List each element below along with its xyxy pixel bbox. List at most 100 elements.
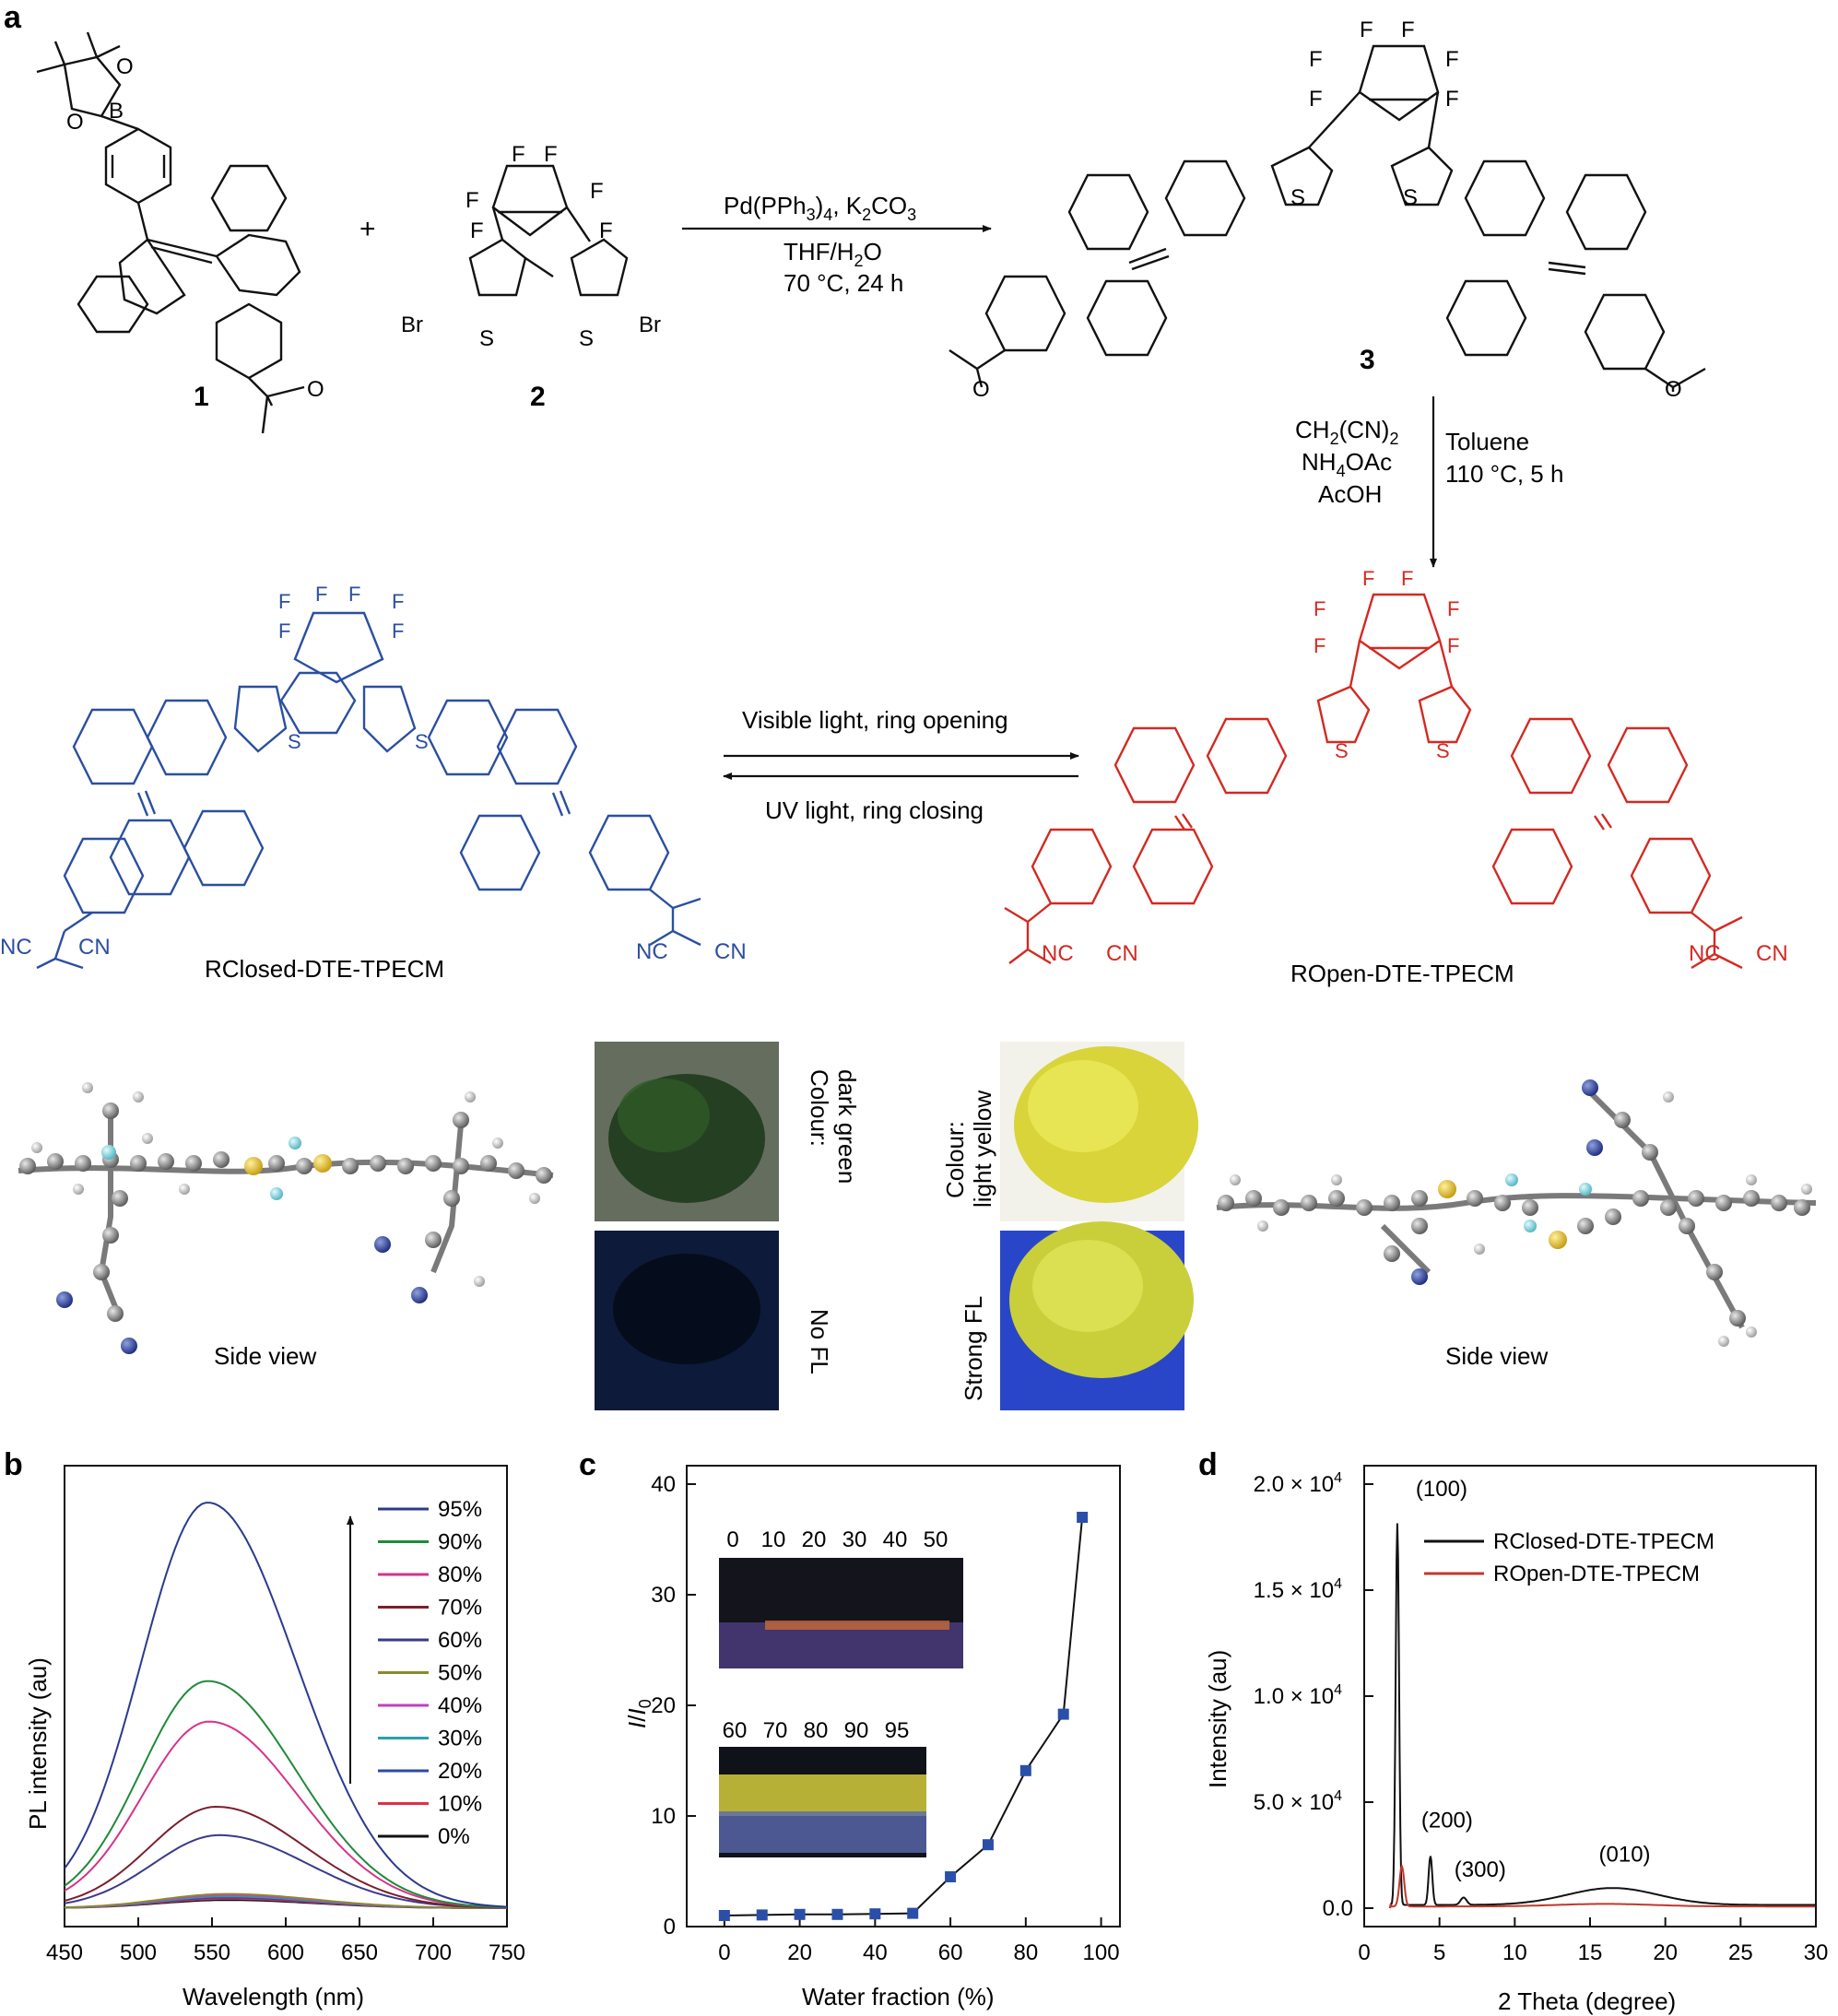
chart-b-xtick-label: 450 [46, 1940, 83, 1965]
atom-S: S [1403, 185, 1418, 210]
ring-closing-label: UV light, ring closing [765, 796, 984, 824]
chart-b-xtick-label: 550 [194, 1940, 230, 1965]
model-atom [107, 1305, 124, 1322]
model-atom [411, 1287, 428, 1303]
chart-c-xtick-label: 20 [787, 1940, 812, 1965]
chart-b-series-90pct [64, 1680, 508, 1909]
chart-c-inset-top [719, 1558, 963, 1668]
model-atom [19, 1158, 36, 1174]
closed-isomer-name: RClosed-DTE-TPECM [205, 955, 444, 983]
open-colour-value: light yellow [969, 1091, 996, 1208]
atom-O: O [307, 377, 324, 402]
chart-c-ytick-label: 30 [651, 1583, 676, 1608]
model-atom [536, 1167, 552, 1184]
chart-c-point [982, 1839, 994, 1851]
chart-c-point [869, 1908, 881, 1920]
chart-b-xtick-label: 750 [489, 1940, 525, 1965]
chart-d-legend-label: RClosed-DTE-TPECM [1493, 1529, 1714, 1554]
atom-F: F [392, 590, 404, 613]
atom-CN: CN [78, 935, 111, 960]
compound-2-structure [468, 164, 629, 297]
model-atom [1549, 1231, 1567, 1249]
model-atom [1331, 1174, 1342, 1185]
model-atom [1679, 1218, 1695, 1234]
model-atom [1771, 1195, 1787, 1211]
chart-c-inset-label: 90 [844, 1718, 869, 1743]
chart-d-xtick-label: 0 [1358, 1940, 1370, 1965]
model-atom [313, 1154, 332, 1173]
chart-b-legend-label: 30% [438, 1727, 482, 1751]
ring-opening-label: Visible light, ring opening [742, 706, 1008, 734]
model-atom [1642, 1144, 1658, 1161]
atom-F: F [512, 142, 525, 167]
molecular-model-closed [18, 1082, 554, 1354]
atom-O: O [66, 110, 84, 135]
atom-F: F [1401, 567, 1413, 590]
model-atom [93, 1264, 110, 1280]
chart-c-inset-label: 95 [885, 1718, 910, 1743]
chart-c-ytick-label: 20 [651, 1693, 676, 1718]
chart-d-xtick-label: 15 [1578, 1940, 1603, 1965]
chart-d-ytick-label: 5.0 × 104 [1254, 1788, 1342, 1815]
model-atom [529, 1193, 540, 1204]
chart-b-series-50pct [64, 1892, 507, 1909]
chart-b-xtick-label: 650 [341, 1940, 378, 1965]
model-atom [289, 1137, 301, 1149]
atom-NC: NC [1689, 941, 1721, 966]
model-atom [443, 1190, 460, 1207]
chart-d-ytick-label: 2.0 × 104 [1254, 1470, 1342, 1497]
compound-1-label: 1 [194, 382, 209, 412]
chart-d-peak-label: (100) [1416, 1477, 1467, 1502]
atom-F: F [1309, 47, 1323, 72]
model-atom [480, 1155, 497, 1172]
chart-c-inset-label: 0 [726, 1527, 738, 1552]
model-atom [296, 1158, 312, 1174]
atom-CN: CN [714, 939, 747, 964]
model-atom [1577, 1218, 1594, 1234]
chart-c-xtick-label: 0 [718, 1940, 730, 1965]
chart-d-legend-label: ROpen-DTE-TPECM [1493, 1562, 1700, 1586]
model-atom [101, 1145, 116, 1160]
atom-F: F [470, 218, 484, 243]
open-isomer-name: ROpen-DTE-TPECM [1290, 960, 1514, 987]
chart-b-legend-label: 10% [438, 1792, 482, 1817]
model-atom [121, 1338, 137, 1354]
atom-S: S [579, 326, 594, 351]
model-atom [1257, 1220, 1268, 1232]
chart-c-xlabel: Water fraction (%) [802, 1983, 995, 2010]
chart-b-legend-label: 95% [438, 1497, 482, 1522]
model-atom [397, 1158, 414, 1174]
model-atom [1688, 1190, 1704, 1207]
side-view-left-caption: Side view [214, 1342, 316, 1370]
atom-O: O [1665, 377, 1682, 402]
chart-c-point [945, 1871, 957, 1882]
chart-c-point [1019, 1764, 1031, 1776]
atom-Br: Br [401, 312, 423, 337]
compound-3-structure [948, 44, 1706, 392]
chart-c-point [1057, 1708, 1069, 1720]
atom-Br: Br [639, 312, 661, 337]
model-atom [1218, 1195, 1234, 1211]
atom-S: S [1436, 739, 1450, 762]
chart-c-inset-bottom [719, 1747, 926, 1857]
model-atom [56, 1291, 73, 1308]
model-atom [1505, 1173, 1518, 1186]
model-atom [1660, 1199, 1677, 1216]
chart-d-peak-label: (010) [1599, 1842, 1651, 1867]
model-atom [133, 1091, 144, 1102]
chart-b-ylabel: PL intensity (au) [24, 1657, 52, 1830]
chart-d-series-line [1388, 1523, 1816, 1909]
atom-S: S [479, 326, 494, 351]
molecular-model-open [1216, 1079, 1817, 1347]
chart-d-xtick-label: 10 [1502, 1940, 1527, 1965]
atom-F: F [348, 583, 360, 606]
model-atom [1328, 1190, 1345, 1207]
chart-b-xlabel: Wavelength (nm) [183, 1983, 364, 2010]
model-atom [244, 1157, 263, 1175]
chart-d-xtick-label: 30 [1804, 1940, 1829, 1965]
chart-b-legend-label: 80% [438, 1562, 482, 1587]
model-atom [1467, 1190, 1483, 1207]
atom-F: F [1447, 634, 1459, 657]
